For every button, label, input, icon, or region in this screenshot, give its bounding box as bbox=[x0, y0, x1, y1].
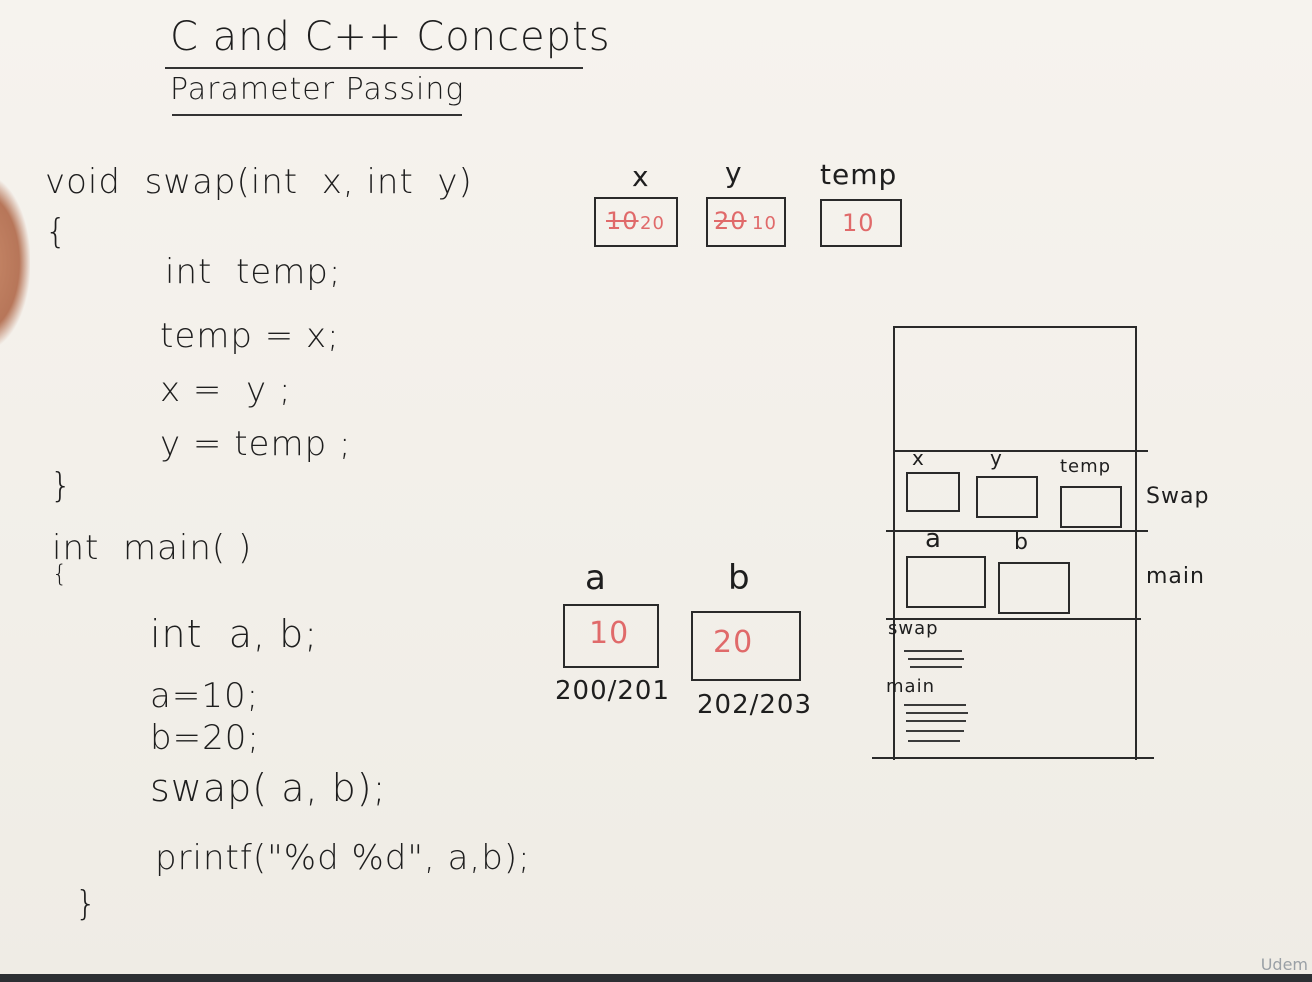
video-bottom-edge bbox=[0, 974, 1312, 982]
stack-temp-label: temp bbox=[1060, 456, 1112, 477]
stack-x-cell bbox=[906, 472, 960, 512]
swap-frame-bottom-line bbox=[886, 530, 1148, 532]
presenter-hand bbox=[0, 175, 30, 350]
swap-x-old-value: 10 bbox=[606, 207, 639, 235]
code-line-x-assign: x = y ; bbox=[160, 370, 292, 410]
main-a-label: a bbox=[585, 558, 607, 598]
main-b-box: 20 bbox=[691, 611, 801, 681]
swap-signature: void swap(int x, int y) bbox=[45, 162, 473, 202]
swap-x-box: 10 20 bbox=[594, 197, 678, 247]
swap-frame-top-line bbox=[893, 450, 1148, 452]
udemy-watermark: Udem bbox=[1260, 955, 1308, 974]
main-code-line bbox=[906, 730, 964, 732]
swap-code-line bbox=[908, 658, 964, 660]
main-code-line bbox=[906, 720, 966, 722]
code-line-a-assign: a=10; bbox=[150, 676, 260, 716]
swap-code-line bbox=[910, 666, 962, 668]
swap-temp-box: 10 bbox=[820, 199, 902, 247]
memory-stack bbox=[893, 326, 1137, 760]
stack-base-line bbox=[872, 757, 1154, 759]
main-b-value: 20 bbox=[713, 625, 754, 660]
stack-y-cell bbox=[976, 476, 1038, 518]
main-b-address: 202/203 bbox=[697, 690, 813, 720]
code-line-b-assign: b=20; bbox=[150, 718, 260, 758]
main-code-line bbox=[906, 712, 968, 714]
code-line-swap-call: swap( a, b); bbox=[150, 766, 387, 810]
title-underline bbox=[165, 67, 583, 69]
board-subtitle: Parameter Passing bbox=[170, 72, 465, 107]
code-line-ab-decl: int a, b; bbox=[150, 612, 319, 656]
subtitle-underline bbox=[172, 114, 462, 116]
main-code-line bbox=[904, 704, 966, 706]
code-line-y-assign: y = temp ; bbox=[160, 424, 352, 464]
main-close-brace: } bbox=[75, 884, 98, 924]
swap-y-new-value: 10 bbox=[752, 213, 777, 234]
stack-y-label: y bbox=[990, 446, 1003, 470]
main-code-line bbox=[908, 740, 960, 742]
swap-frame-label: Swap bbox=[1146, 484, 1210, 509]
code-line-temp-decl: int temp; bbox=[165, 252, 342, 292]
stack-b-cell bbox=[998, 562, 1070, 614]
swap-x-label: x bbox=[632, 160, 650, 193]
stack-x-label: x bbox=[912, 446, 925, 470]
code-section-main-label: main bbox=[886, 676, 935, 697]
swap-y-old-value: 20 bbox=[714, 207, 747, 235]
stack-temp-cell bbox=[1060, 486, 1122, 528]
swap-temp-value: 10 bbox=[842, 209, 875, 237]
main-a-box: 10 bbox=[563, 604, 659, 668]
code-section-swap-label: swap bbox=[888, 618, 939, 639]
main-frame-bottom-line bbox=[886, 618, 1141, 620]
stack-b-label: b bbox=[1014, 530, 1029, 555]
swap-y-box: 20 10 bbox=[706, 197, 786, 247]
main-open-brace: { bbox=[52, 560, 69, 588]
board-title: C and C++ Concepts bbox=[170, 14, 611, 60]
main-frame-label: main bbox=[1146, 564, 1205, 589]
swap-temp-label: temp bbox=[820, 158, 898, 191]
stack-a-label: a bbox=[925, 524, 942, 554]
swap-y-label: y bbox=[725, 156, 743, 189]
main-signature: int main( ) bbox=[52, 528, 253, 568]
code-line-printf: printf("%d %d", a,b); bbox=[155, 838, 531, 878]
stack-a-cell bbox=[906, 556, 986, 608]
code-line-temp-assign: temp = x; bbox=[160, 316, 340, 356]
swap-code-line bbox=[904, 650, 962, 652]
swap-x-new-value: 20 bbox=[640, 213, 665, 234]
swap-close-brace: } bbox=[50, 466, 73, 506]
swap-open-brace: { bbox=[45, 212, 68, 252]
main-a-value: 10 bbox=[589, 616, 630, 651]
main-b-label: b bbox=[728, 558, 751, 598]
main-a-address: 200/201 bbox=[555, 676, 671, 706]
